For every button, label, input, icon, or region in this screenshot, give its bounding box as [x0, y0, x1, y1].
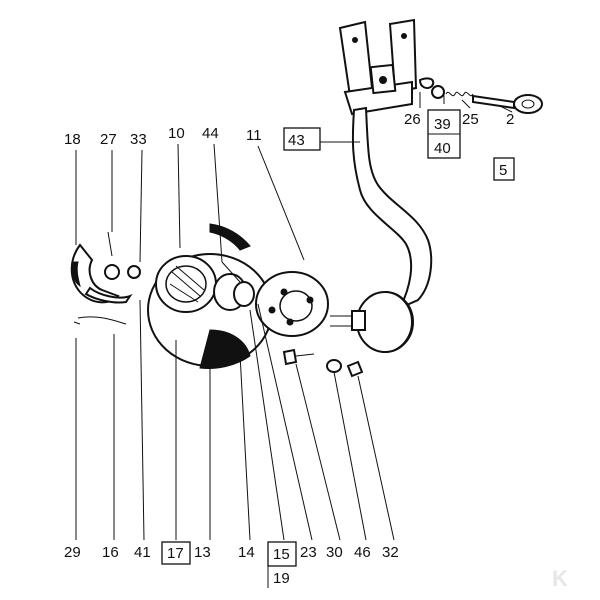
label-29: 29 [64, 544, 81, 561]
label-5-box [493, 157, 515, 181]
pedal-lever [330, 18, 433, 353]
shoe-plate [70, 231, 141, 325]
pressure-plate [255, 271, 329, 337]
label-10: 10 [168, 125, 185, 142]
label-33: 33 [130, 131, 147, 148]
label-11: 11 [246, 127, 262, 144]
label-14: 14 [238, 544, 255, 561]
label-17: 17 [167, 545, 184, 562]
brake-drum [147, 223, 273, 369]
label-15-box [267, 541, 297, 567]
label-25: 25 [462, 111, 479, 128]
reference-labels: 18 27 33 10 44 11 43 26 39 40 25 2 5 29 … [64, 109, 515, 588]
leader-lines [75, 92, 513, 541]
label-13: 13 [194, 544, 211, 561]
label-32: 32 [382, 544, 399, 561]
label-23: 23 [300, 544, 317, 561]
label-39: 39 [434, 116, 451, 133]
label-40: 40 [434, 140, 451, 157]
label-5: 5 [499, 162, 507, 179]
label-43: 43 [288, 132, 305, 149]
watermark-logo: K [552, 566, 568, 591]
label-43-box [283, 127, 321, 151]
label-27: 27 [100, 131, 117, 148]
label-30: 30 [326, 544, 343, 561]
label-26: 26 [404, 111, 421, 128]
label-2: 2 [506, 111, 514, 128]
label-18: 18 [64, 131, 81, 148]
label-46: 46 [354, 544, 371, 561]
label-44: 44 [202, 125, 219, 142]
label-19: 19 [273, 570, 290, 587]
label-17-box [161, 541, 191, 565]
label-15: 15 [273, 546, 290, 563]
fasteners [282, 348, 364, 378]
return-spring-assembly [418, 77, 543, 114]
label-16: 16 [102, 544, 119, 561]
label-41: 41 [134, 544, 151, 561]
